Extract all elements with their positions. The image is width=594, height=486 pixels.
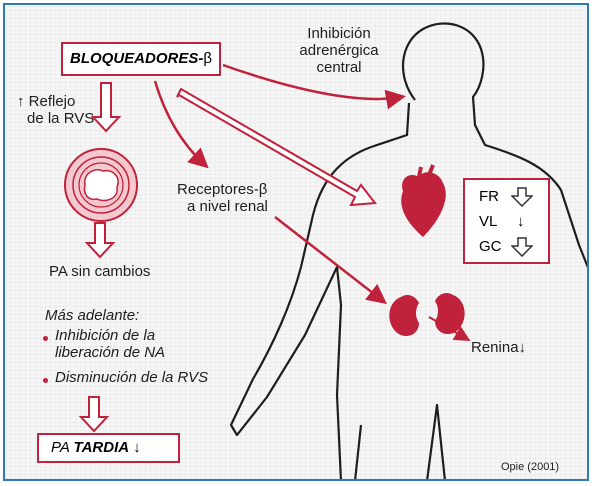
header-beta: β: [203, 50, 212, 67]
heart-icon: [401, 165, 446, 237]
later-title: Más adelante:: [45, 307, 139, 324]
cardiac-outcomes-box: FR VL ↓ GC: [463, 178, 550, 264]
hollow-down-arrow-icon: [511, 187, 533, 207]
reflex-line1: ↑ Reflejo: [17, 93, 94, 110]
central-line1: Inhibición: [289, 25, 389, 42]
tardia-prefix: PA: [51, 439, 74, 456]
later-item1-line2: liberación de NA: [55, 344, 165, 361]
renal-line1: Receptores-β: [177, 181, 268, 198]
central-inhibition-label: Inhibición adrenérgica central: [289, 25, 389, 76]
renal-receptors-label: Receptores-β a nivel renal: [177, 181, 268, 215]
central-line3: central: [289, 59, 389, 76]
reflex-label: ↑ Reflejo de la RVS: [17, 93, 94, 127]
later-item1: Inhibición de la liberación de NA: [55, 327, 165, 361]
hollow-arrow-to-tardia: [81, 397, 107, 431]
renin-label: Renina↓: [471, 339, 526, 356]
bullet-1: [43, 336, 48, 341]
reflex-line2: de la RVS: [17, 110, 94, 127]
bullet-2: [43, 378, 48, 383]
hollow-arrow-to-pa: [87, 223, 113, 257]
tardia-bold: TARDIA: [74, 439, 130, 456]
kidney-icon: [389, 293, 464, 336]
credit-label: Opie (2001): [501, 459, 559, 476]
hollow-down-arrow-icon: [511, 237, 533, 257]
pa-unchanged-label: PA sin cambios: [49, 263, 150, 280]
central-line2: adrenérgica: [289, 42, 389, 59]
fr-label: FR: [479, 188, 499, 205]
pa-tardia-box: PA TARDIA ↓: [37, 433, 180, 463]
vessel-cross-section-icon: [65, 149, 137, 221]
beta-blockers-header: BLOQUEADORES-β: [61, 42, 221, 76]
later-item1-line1: Inhibición de la: [55, 327, 165, 344]
gc-label: GC: [479, 238, 502, 255]
tardia-arrow: ↓: [133, 439, 141, 456]
diagram-frame: BLOQUEADORES-β Inhibición adrenérgica ce…: [3, 3, 589, 481]
hollow-arrow-to-vessel: [93, 83, 119, 131]
header-label: BLOQUEADORES-: [70, 50, 203, 67]
vl-arrow: ↓: [517, 213, 525, 230]
vl-label: VL: [479, 213, 497, 230]
later-item2: Disminución de la RVS: [55, 369, 208, 386]
renal-line2: a nivel renal: [177, 198, 268, 215]
arrow-renal-to-kidney: [275, 217, 383, 301]
